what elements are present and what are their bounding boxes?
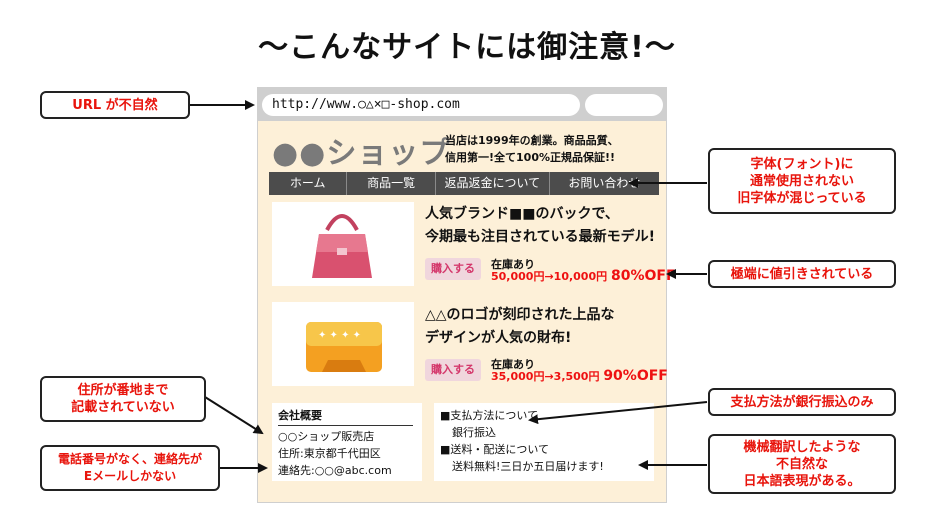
product-name-line: 人気ブランド■■のバックで、 bbox=[425, 206, 619, 222]
shop-logo: ●●ショップ bbox=[272, 136, 451, 171]
nav-item-contact[interactable]: お問い合わせ bbox=[568, 176, 641, 190]
tagline-line: 当店は1999年の創業。商品品質、 bbox=[445, 134, 619, 147]
shop-nav: ホーム 商品一覧 返品返金について お問い合わせ bbox=[269, 172, 659, 195]
callout-text: URL が不自然 bbox=[72, 97, 158, 113]
callout-address: 住所が番地まで 記載されていない bbox=[40, 376, 206, 422]
callout-text: 極端に値引きされている bbox=[730, 266, 874, 282]
product-name-line: デザインが人気の財布! bbox=[425, 330, 572, 346]
arrow-address bbox=[204, 396, 264, 435]
handbag-icon bbox=[312, 214, 372, 278]
callout-text: 字体(フォント)に 通常使用されない 旧字体が混じっている bbox=[737, 156, 867, 206]
arrow-payment bbox=[528, 401, 708, 425]
callout-japanese: 機械翻訳したような 不自然な 日本語表現がある。 bbox=[708, 434, 896, 494]
price-text: 50,000円→10,000円 bbox=[491, 270, 608, 283]
buy-button[interactable]: 購入する bbox=[425, 258, 481, 280]
company-title: 会社概要 bbox=[278, 407, 413, 426]
callout-payment: 支払方法が銀行振込のみ bbox=[708, 388, 896, 416]
callout-font: 字体(フォント)に 通常使用されない 旧字体が混じっている bbox=[708, 148, 896, 214]
shipping-text: 送料無料!三日か五日届けます! bbox=[452, 460, 604, 473]
shipping-heading: ■送料・配送について bbox=[440, 443, 550, 456]
shipping-info-box: ■支払方法について 銀行振込 ■送料・配送について 送料無料!三日か五日届けます… bbox=[434, 403, 654, 481]
callout-text: 住所が番地まで 記載されていない bbox=[71, 383, 175, 415]
product-name-line: △△のロゴが刻印された上品な bbox=[425, 307, 615, 323]
callout-text: 電話番号がなく、連絡先が Eメールしかない bbox=[57, 452, 202, 483]
stock-status: 在庫あり bbox=[491, 358, 535, 371]
product-image-bag[interactable] bbox=[272, 202, 414, 286]
wallet-icon: ✦ ✦ ✦ ✦ bbox=[306, 322, 382, 372]
company-address: 住所:東京都千代田区 bbox=[278, 447, 381, 460]
browser-search-field[interactable] bbox=[585, 94, 663, 116]
price: 50,000円→10,000円 80%OFF bbox=[491, 268, 676, 284]
payment-heading: ■支払方法について bbox=[440, 409, 539, 422]
discount-text: 90%OFF bbox=[603, 368, 668, 384]
nav-item-products[interactable]: 商品一覧 bbox=[347, 172, 436, 195]
price-text: 35,000円→3,500円 bbox=[491, 370, 600, 383]
company-contact: 連絡先:○○@abc.com bbox=[278, 464, 392, 477]
callout-discount: 極端に値引きされている bbox=[708, 260, 896, 288]
tagline-line: 信用第一!全て100%正規品保証!! bbox=[445, 151, 616, 164]
price: 35,000円→3,500円 90%OFF bbox=[491, 368, 668, 384]
company-name: ○○ショップ販売店 bbox=[278, 430, 375, 443]
product-name: 人気ブランド■■のバックで、 今期最も注目されている最新モデル! bbox=[425, 203, 665, 249]
callout-text: 機械翻訳したような 不自然な 日本語表現がある。 bbox=[743, 439, 861, 489]
url-field[interactable]: http://www.○△×□-shop.com bbox=[262, 94, 580, 116]
stock-status: 在庫あり bbox=[491, 258, 535, 271]
nav-item-home[interactable]: ホーム bbox=[269, 172, 348, 195]
buy-button[interactable]: 購入する bbox=[425, 359, 481, 381]
product-name-line: 今期最も注目されている最新モデル! bbox=[425, 229, 655, 245]
product-name: △△のロゴが刻印された上品な デザインが人気の財布! bbox=[425, 304, 665, 350]
nav-item-returns[interactable]: 返品返金について bbox=[436, 172, 550, 195]
callout-phone: 電話番号がなく、連絡先が Eメールしかない bbox=[40, 445, 220, 491]
callout-url: URL が不自然 bbox=[40, 91, 190, 119]
payment-method: 銀行振込 bbox=[452, 426, 496, 439]
page-title: 〜こんなサイトには御注意!〜 bbox=[258, 30, 676, 65]
callout-text: 支払方法が銀行振込のみ bbox=[730, 394, 874, 410]
shop-tagline: 当店は1999年の創業。商品品質、 信用第一!全て100%正規品保証!! bbox=[445, 132, 655, 166]
product-image-wallet[interactable]: ✦ ✦ ✦ ✦ bbox=[272, 302, 414, 386]
company-box: 会社概要 ○○ショップ販売店 住所:東京都千代田区 連絡先:○○@abc.com bbox=[272, 403, 422, 481]
discount-text: 80%OFF bbox=[610, 268, 676, 284]
svg-text:✦ ✦ ✦ ✦: ✦ ✦ ✦ ✦ bbox=[318, 330, 361, 341]
